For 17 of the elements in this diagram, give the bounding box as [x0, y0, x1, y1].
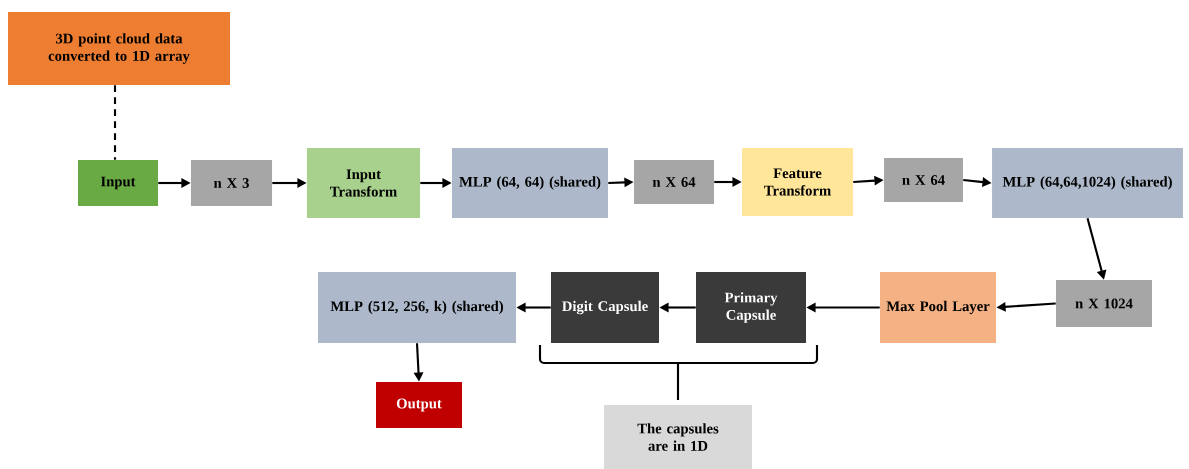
- capsule-box: Primary Capsule: [696, 272, 806, 343]
- pool-box: Max Pool Layer: [880, 272, 996, 343]
- output-box: Output: [376, 382, 462, 428]
- source-box: 3D point cloud data converted to 1D array: [8, 11, 230, 86]
- shape-box: n X 1024: [1056, 280, 1152, 327]
- input-box: Input: [78, 160, 158, 206]
- shape-box: n X 3: [190, 160, 273, 206]
- mlp-box: MLP (512, 256, k) (shared): [318, 272, 516, 343]
- transform-box: Feature Transform: [742, 148, 853, 216]
- capsule-box: Digit Capsule: [551, 272, 659, 343]
- note-box: The capsules are in 1D: [604, 405, 752, 469]
- shape-box: n X 64: [884, 158, 963, 202]
- dashed-line: [113, 85, 117, 160]
- transform-box: Input Transform: [306, 148, 421, 218]
- mlp-box: MLP (64,64,1024) (shared): [992, 148, 1183, 218]
- shape-box: n X 64: [634, 160, 714, 204]
- mlp-box: MLP (64, 64) (shared): [452, 148, 608, 218]
